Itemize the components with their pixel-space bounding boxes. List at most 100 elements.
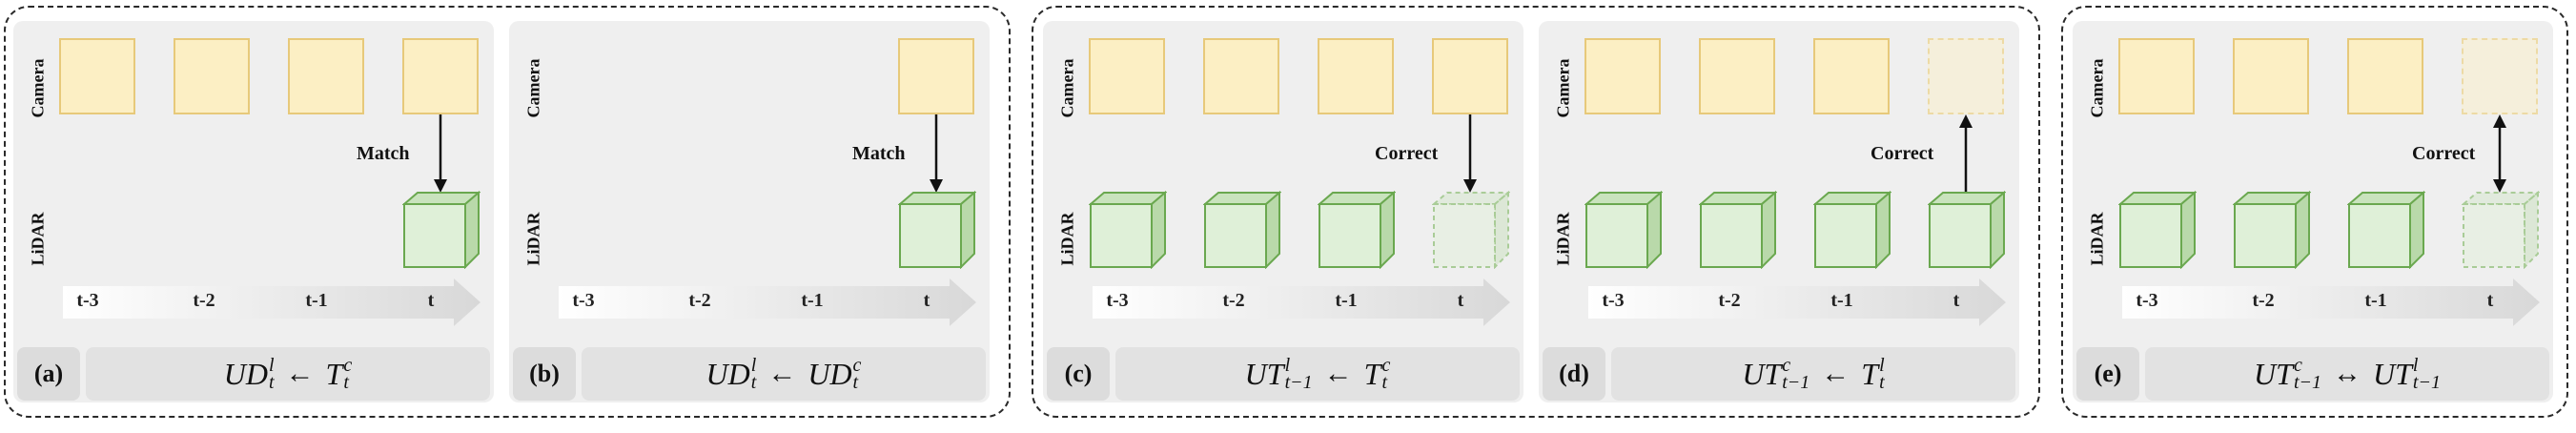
lidar-row-label: LiDAR bbox=[1057, 212, 1077, 266]
group-ut bbox=[1032, 6, 2040, 418]
formula-rhs-sup: l bbox=[1879, 355, 1885, 376]
camera-frame-t-2 bbox=[1699, 38, 1775, 114]
tick-t-1: t-1 bbox=[801, 290, 824, 311]
formula-operator: ← bbox=[767, 358, 797, 389]
formula-lhs: UD bbox=[705, 356, 750, 391]
panel-letter: (d) bbox=[1543, 347, 1605, 401]
formula-rhs-sub: t−1 bbox=[2412, 372, 2441, 393]
time-axis: t-3 t-2 t-1 t bbox=[1093, 278, 1512, 326]
camera-frame-t bbox=[898, 38, 974, 114]
group-ut-both bbox=[2061, 6, 2568, 418]
lidar-row-label: LiDAR bbox=[523, 212, 543, 266]
formula-lhs-sup: l bbox=[750, 355, 757, 376]
formula-operator: ↔ bbox=[2333, 358, 2361, 389]
correct-arrow bbox=[1461, 114, 1480, 197]
formula-lhs-sub: t−1 bbox=[1782, 372, 1810, 393]
camera-frame-t-ghost bbox=[2462, 38, 2538, 114]
camera-frame-t-1 bbox=[2347, 38, 2423, 114]
relation-label: Match bbox=[357, 143, 410, 164]
tick-t-3: t-3 bbox=[1602, 290, 1625, 311]
relation-label: Match bbox=[852, 143, 906, 164]
correct-bidirectional-arrow bbox=[2490, 114, 2509, 197]
time-axis: t-3 t-2 t-1 t bbox=[63, 278, 482, 326]
tick-t: t bbox=[2486, 290, 2494, 311]
panel-a: Camera LiDAR Match t-3 t-2 t-1 t (a) UD … bbox=[13, 21, 494, 402]
tick-t-1: t-1 bbox=[2364, 290, 2387, 311]
formula-rhs-sub: t bbox=[1879, 372, 1885, 393]
formula-lhs-sup: l bbox=[268, 355, 275, 376]
lidar-cube-t-3 bbox=[2118, 191, 2197, 269]
lidar-cube-t bbox=[402, 191, 480, 269]
formula-lhs: UD bbox=[223, 356, 268, 391]
panel-letter: (e) bbox=[2076, 347, 2139, 401]
group-ud bbox=[4, 6, 1011, 418]
camera-frame-t-3 bbox=[59, 38, 135, 114]
tick-t-1: t-1 bbox=[305, 290, 328, 311]
camera-row-label: Camera bbox=[28, 58, 48, 118]
tick-t: t bbox=[1457, 290, 1464, 311]
panel-e: Camera LiDAR Correct t-3 t-2 t-1 t (e) U… bbox=[2073, 21, 2553, 402]
tick-t-2: t-2 bbox=[193, 290, 215, 311]
panel-c: Camera LiDAR Correct t-3 t-2 t-1 t (c) U… bbox=[1043, 21, 1523, 402]
tick-t-3: t-3 bbox=[572, 290, 595, 311]
lidar-cube-t-2 bbox=[1699, 191, 1777, 269]
camera-frame-t-3 bbox=[1089, 38, 1165, 114]
time-axis: t-3 t-2 t-1 t bbox=[559, 278, 978, 326]
tick-t-2: t-2 bbox=[688, 290, 711, 311]
camera-frame-t-2 bbox=[2233, 38, 2309, 114]
panel-d: Camera LiDAR Correct t-3 t-2 t-1 t (d) U… bbox=[1539, 21, 2019, 402]
lidar-cube-t-3 bbox=[1584, 191, 1663, 269]
formula-operator: ← bbox=[1323, 358, 1353, 389]
panel-letter: (a) bbox=[17, 347, 80, 401]
camera-frame-t-2 bbox=[174, 38, 250, 114]
time-axis: t-3 t-2 t-1 t bbox=[2122, 278, 2542, 326]
lidar-cube-t-1 bbox=[1318, 191, 1396, 269]
camera-frame-t-ghost bbox=[1928, 38, 2004, 114]
camera-frame-t-1 bbox=[1813, 38, 1890, 114]
formula-operator: ← bbox=[285, 358, 315, 389]
formula-lhs-sup: l bbox=[1284, 355, 1291, 376]
formula-rhs-sup: l bbox=[2412, 355, 2419, 376]
formula-rhs: T bbox=[1861, 356, 1879, 391]
formula-rhs-sub: t bbox=[852, 372, 859, 393]
tick-t-1: t-1 bbox=[1830, 290, 1853, 311]
formula-lhs-sub: t−1 bbox=[1284, 372, 1313, 393]
tick-t-3: t-3 bbox=[2136, 290, 2158, 311]
formula-lhs-sup: c bbox=[1782, 355, 1791, 376]
lidar-cube-t-ghost bbox=[1432, 191, 1510, 269]
formula-rhs: UT bbox=[2373, 356, 2412, 391]
camera-row-label: Camera bbox=[1553, 58, 1573, 118]
formula-rhs: UD bbox=[808, 356, 852, 391]
formula-lhs: UT bbox=[2254, 356, 2293, 391]
panel-b: Camera LiDAR Match t-3 t-2 t-1 t (b) UD … bbox=[509, 21, 990, 402]
lidar-cube-t-1 bbox=[2347, 191, 2425, 269]
tick-t-1: t-1 bbox=[1335, 290, 1358, 311]
camera-frame-t bbox=[402, 38, 479, 114]
camera-frame-t-1 bbox=[1318, 38, 1394, 114]
formula-rhs: T bbox=[325, 356, 343, 391]
formula-lhs-sub: t bbox=[268, 372, 275, 393]
relation-label: Correct bbox=[2412, 143, 2476, 164]
lidar-cube-t-2 bbox=[2233, 191, 2311, 269]
match-arrow bbox=[927, 114, 946, 197]
time-axis: t-3 t-2 t-1 t bbox=[1588, 278, 2008, 326]
tick-t-2: t-2 bbox=[2252, 290, 2275, 311]
formula-lhs: UT bbox=[1742, 356, 1782, 391]
formula-operator: ← bbox=[1821, 358, 1850, 389]
lidar-cube-t-2 bbox=[1203, 191, 1281, 269]
lidar-row-label: LiDAR bbox=[28, 212, 48, 266]
camera-frame-t bbox=[1432, 38, 1508, 114]
camera-frame-t-2 bbox=[1203, 38, 1279, 114]
relation-label: Correct bbox=[1871, 143, 1934, 164]
camera-row-label: Camera bbox=[523, 58, 543, 118]
formula-rhs-sub: t bbox=[343, 372, 349, 393]
camera-row-label: Camera bbox=[1057, 58, 1077, 118]
lidar-cube-t bbox=[1928, 191, 2006, 269]
tick-t-3: t-3 bbox=[76, 290, 99, 311]
camera-frame-t-1 bbox=[288, 38, 364, 114]
tick-t-3: t-3 bbox=[1106, 290, 1129, 311]
